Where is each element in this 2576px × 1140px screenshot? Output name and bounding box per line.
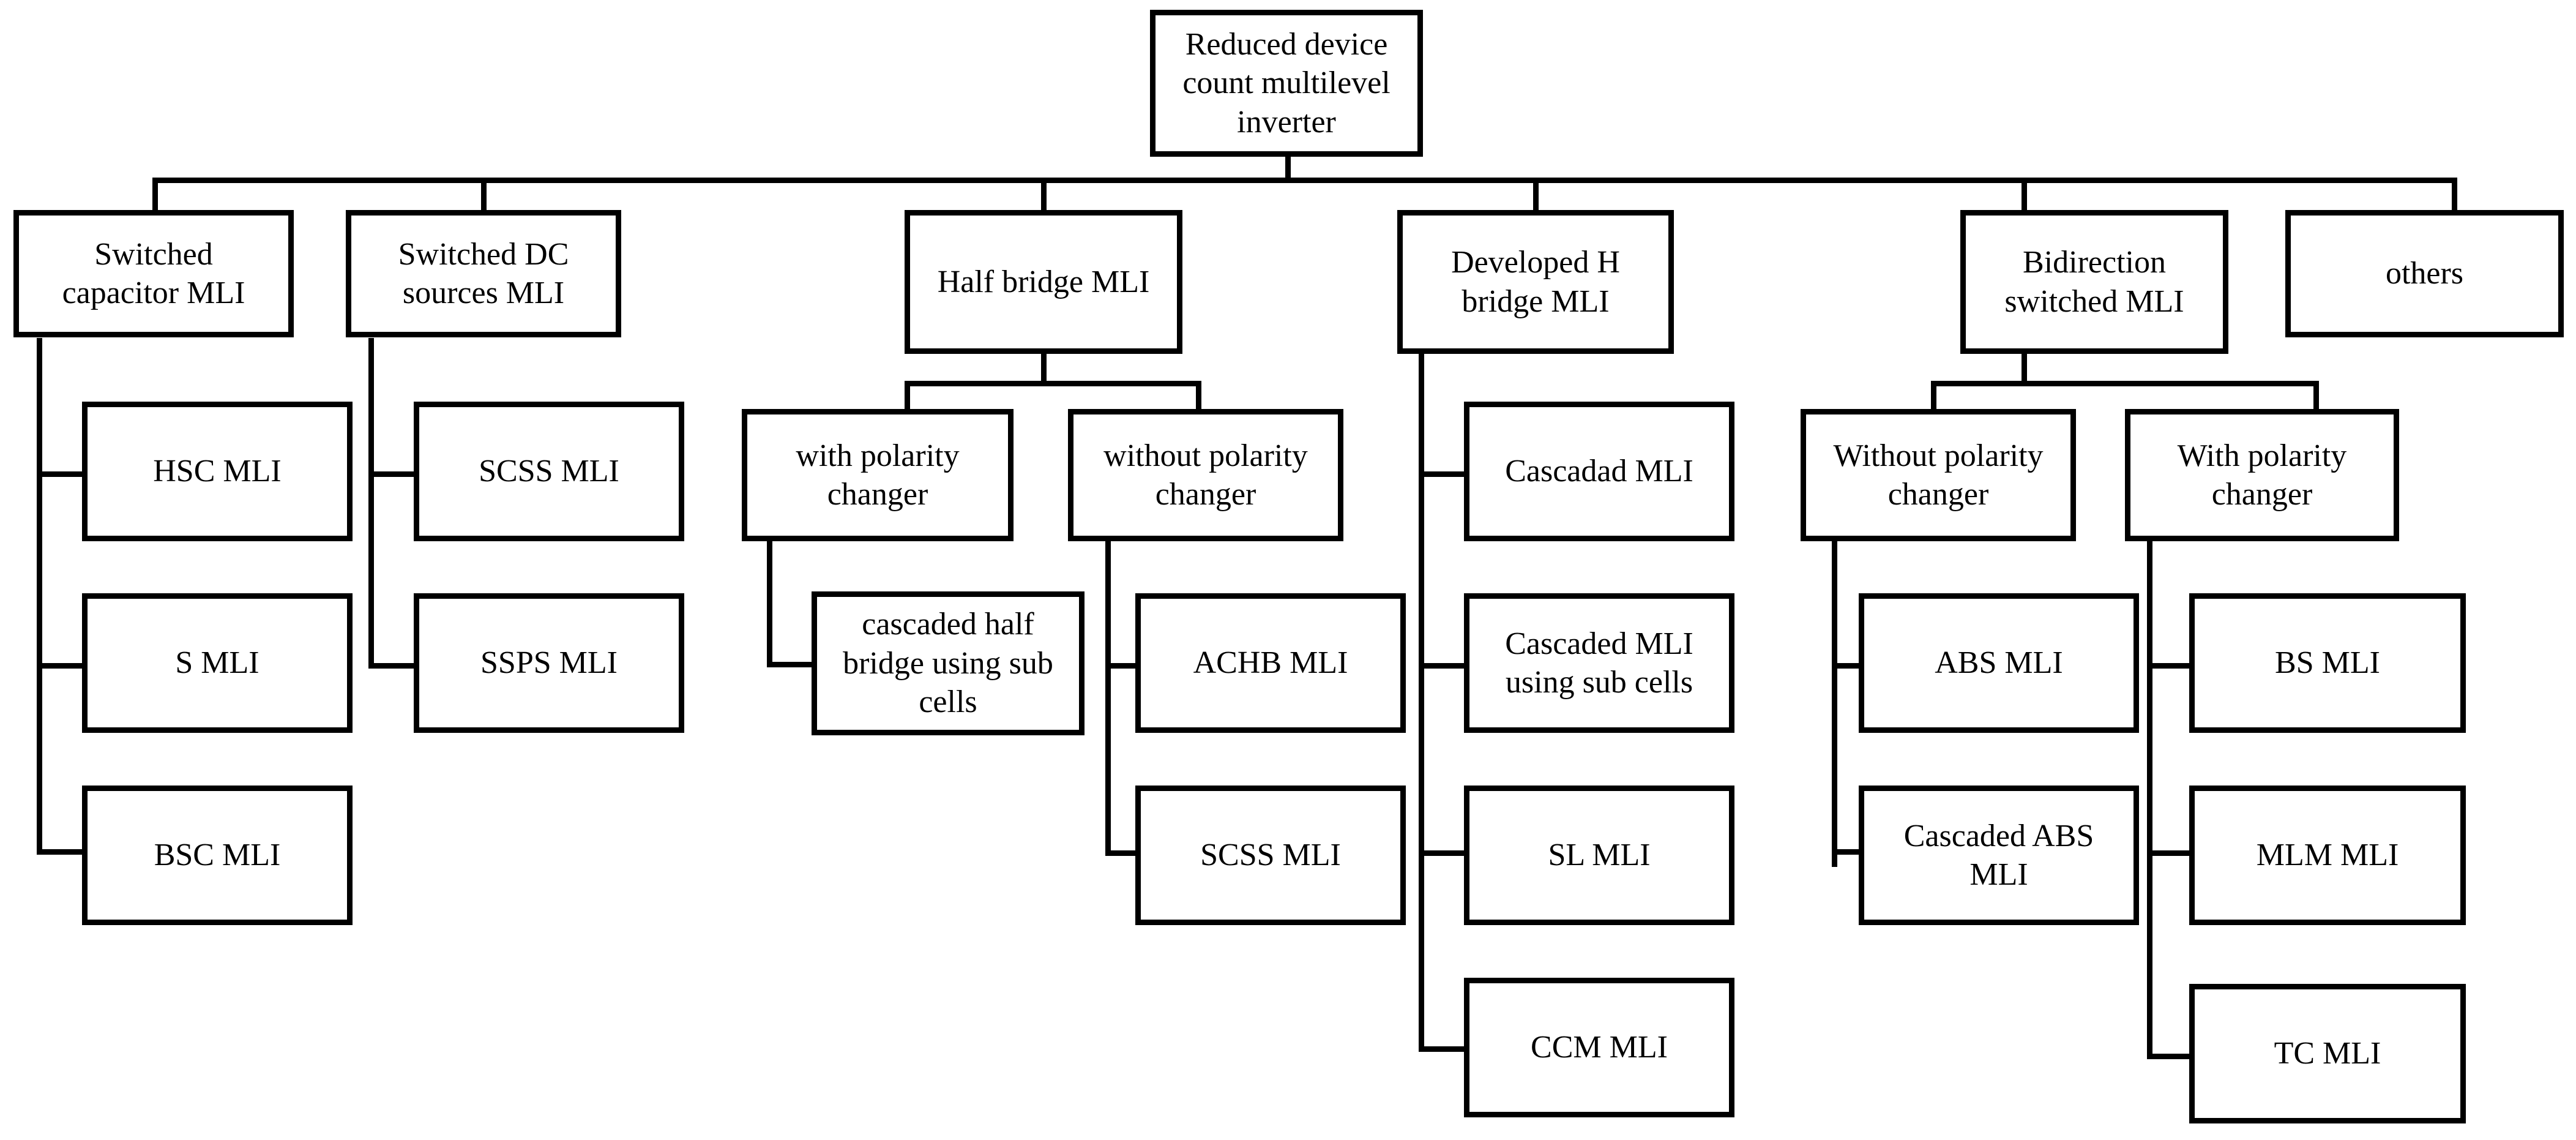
node-label: Cascadad MLI bbox=[1505, 454, 1693, 489]
node-bidir-with-polarity-changer[interactable]: With polarity changer bbox=[2125, 409, 2399, 541]
connector-elbow-scss-2 bbox=[1105, 850, 1153, 856]
connector-elbow-tc bbox=[2147, 1054, 2195, 1059]
node-bs-mli[interactable]: BS MLI bbox=[2189, 593, 2466, 733]
node-scss-mli-dc[interactable]: SCSS MLI bbox=[414, 402, 684, 541]
connector-main-bus bbox=[155, 178, 2454, 183]
node-label: Without polarity changer bbox=[1833, 438, 2044, 512]
connector-elbow-sl bbox=[1419, 850, 1466, 856]
connector-elbow-ccm bbox=[1419, 1046, 1466, 1052]
node-tc-mli[interactable]: TC MLI bbox=[2189, 984, 2466, 1123]
node-bidir-without-polarity-changer[interactable]: Without polarity changer bbox=[1801, 409, 2076, 541]
connector-elbow-cascaded-abs bbox=[1832, 849, 1880, 855]
connector-elbow-bs bbox=[2147, 663, 2195, 669]
node-without-polarity-changer[interactable]: without polarity changer bbox=[1068, 409, 1343, 541]
connector-spine-without-polarity bbox=[1105, 539, 1111, 856]
connector-elbow-s-mli bbox=[37, 663, 84, 669]
node-cascaded-half-bridge-using-sub-cells[interactable]: cascaded half bridge using sub cells bbox=[812, 591, 1085, 735]
connector-elbow-abs bbox=[1832, 663, 1880, 669]
node-label: SL MLI bbox=[1548, 838, 1651, 873]
connector-elbow-achb bbox=[1105, 663, 1153, 669]
node-label: Cascaded ABS MLI bbox=[1903, 818, 2094, 892]
node-label: without polarity changer bbox=[1103, 438, 1308, 512]
node-label: ACHB MLI bbox=[1193, 645, 1348, 681]
node-label: Developed H bridge MLI bbox=[1451, 245, 1620, 319]
connector-spine-switched-capacitor bbox=[37, 338, 42, 855]
node-sl-mli[interactable]: SL MLI bbox=[1464, 786, 1734, 925]
node-label: Bidirection switched MLI bbox=[2004, 245, 2184, 319]
connector-spine-switched-dc bbox=[368, 338, 374, 669]
connector-elbow-ssps bbox=[368, 663, 416, 669]
node-label: SCSS MLI bbox=[1200, 838, 1341, 873]
node-cascaded-abs-mli[interactable]: Cascaded ABS MLI bbox=[1859, 786, 2139, 925]
node-label: BS MLI bbox=[2275, 645, 2380, 681]
connector-spine-bidir-with-polarity bbox=[2147, 539, 2152, 1059]
node-with-polarity-changer[interactable]: with polarity changer bbox=[742, 409, 1014, 541]
connector-bus-bidirection bbox=[1931, 381, 2319, 386]
node-achb-mli[interactable]: ACHB MLI bbox=[1135, 593, 1406, 733]
connector-spine-with-polarity bbox=[767, 539, 772, 667]
connector-root-stem bbox=[1285, 155, 1291, 181]
node-s-mli[interactable]: S MLI bbox=[82, 593, 353, 733]
connector-drop-half-bridge bbox=[1041, 178, 1047, 211]
node-root[interactable]: Reduced device count multilevel inverter bbox=[1150, 10, 1423, 157]
connector-drop-bidirection bbox=[2022, 178, 2027, 211]
node-others[interactable]: others bbox=[2285, 210, 2564, 337]
node-label: MLM MLI bbox=[2256, 838, 2399, 873]
connector-elbow-cascadad bbox=[1419, 471, 1466, 477]
connector-drop-without-polarity bbox=[1196, 381, 1201, 411]
connector-drop-switched-capacitor bbox=[152, 178, 158, 211]
connector-elbow-cascaded-sub-cells bbox=[1419, 663, 1466, 669]
node-half-bridge-mli[interactable]: Half bridge MLI bbox=[905, 210, 1182, 354]
node-developed-h-bridge-mli[interactable]: Developed H bridge MLI bbox=[1397, 210, 1674, 354]
connector-elbow-mlm bbox=[2147, 850, 2195, 856]
connector-drop-developed-h bbox=[1533, 178, 1539, 211]
node-ssps-mli[interactable]: SSPS MLI bbox=[414, 593, 684, 733]
node-bsc-mli[interactable]: BSC MLI bbox=[82, 786, 353, 925]
connector-bus-half-bridge bbox=[905, 381, 1201, 386]
connector-elbow-scss bbox=[368, 471, 416, 477]
node-label: with polarity changer bbox=[796, 438, 960, 512]
node-abs-mli[interactable]: ABS MLI bbox=[1859, 593, 2139, 733]
node-cascadad-mli[interactable]: Cascadad MLI bbox=[1464, 402, 1734, 541]
node-label: cascaded half bridge using sub cells bbox=[843, 607, 1053, 720]
node-label: Switched DC sources MLI bbox=[398, 236, 569, 310]
node-switched-dc-sources-mli[interactable]: Switched DC sources MLI bbox=[346, 210, 621, 337]
connector-drop-bidir-with-polarity bbox=[2313, 381, 2319, 411]
connector-spine-developed-h bbox=[1419, 354, 1424, 1052]
node-root-label: Reduced device count multilevel inverter bbox=[1182, 26, 1391, 140]
connector-drop-others bbox=[2452, 178, 2457, 211]
connector-drop-switched-dc bbox=[481, 178, 487, 211]
node-label: With polarity changer bbox=[2177, 438, 2347, 512]
connector-stem-half-bridge bbox=[1041, 354, 1047, 383]
node-label: Half bridge MLI bbox=[937, 264, 1150, 299]
node-label: HSC MLI bbox=[153, 454, 282, 489]
node-mlm-mli[interactable]: MLM MLI bbox=[2189, 786, 2466, 925]
connector-drop-with-polarity bbox=[905, 381, 910, 411]
node-label: S MLI bbox=[175, 645, 259, 681]
connector-drop-bidir-without-polarity bbox=[1931, 381, 1936, 411]
node-label: BSC MLI bbox=[154, 838, 281, 873]
node-scss-mli-half-bridge[interactable]: SCSS MLI bbox=[1135, 786, 1406, 925]
node-label: others bbox=[2385, 256, 2464, 291]
connector-elbow-hsc bbox=[37, 471, 84, 477]
connector-spine-bidir-without-polarity bbox=[1832, 539, 1837, 867]
node-cascaded-mli-using-sub-cells[interactable]: Cascaded MLI using sub cells bbox=[1464, 593, 1734, 733]
node-label: ABS MLI bbox=[1935, 645, 2063, 681]
node-label: CCM MLI bbox=[1531, 1030, 1668, 1065]
node-label: SCSS MLI bbox=[479, 454, 619, 489]
connector-stem-bidirection bbox=[2022, 354, 2027, 383]
connector-elbow-bsc bbox=[37, 849, 84, 855]
node-ccm-mli[interactable]: CCM MLI bbox=[1464, 978, 1734, 1117]
node-bidirection-switched-mli[interactable]: Bidirection switched MLI bbox=[1960, 210, 2228, 354]
node-label: SSPS MLI bbox=[480, 645, 618, 681]
node-switched-capacitor-mli[interactable]: Switched capacitor MLI bbox=[13, 210, 294, 337]
node-label: Switched capacitor MLI bbox=[62, 236, 245, 310]
node-label: TC MLI bbox=[2274, 1036, 2381, 1071]
node-label: Cascaded MLI using sub cells bbox=[1505, 626, 1693, 700]
node-hsc-mli[interactable]: HSC MLI bbox=[82, 402, 353, 541]
connector-elbow-cascaded-half-bridge bbox=[767, 662, 816, 667]
